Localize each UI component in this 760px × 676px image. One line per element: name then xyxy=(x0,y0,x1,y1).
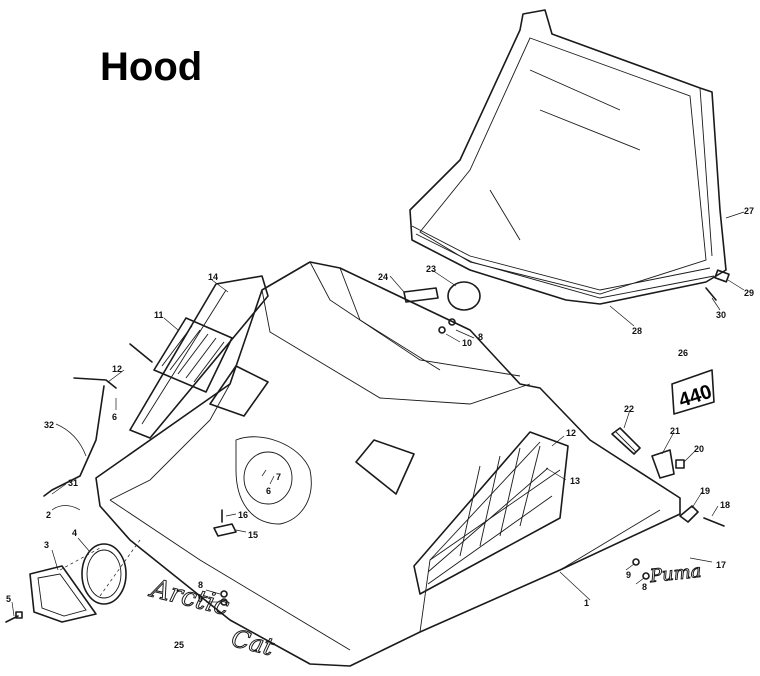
callout-15: 15 xyxy=(248,530,258,540)
callout-8: 8 xyxy=(198,580,203,590)
callout-10: 10 xyxy=(462,338,472,348)
headlight-lens xyxy=(81,543,127,605)
callout-6b: 6 xyxy=(266,486,271,496)
leader-lines xyxy=(11,211,745,617)
decal-arctic: Arctic xyxy=(146,573,232,622)
callout-6: 6 xyxy=(112,412,117,422)
decal-24 xyxy=(403,287,439,303)
washers-8-9 xyxy=(220,318,650,606)
spring-12-left xyxy=(73,343,153,389)
callout-1: 1 xyxy=(584,598,589,608)
decal-cat: Cat xyxy=(229,624,277,661)
callout-12b: 12 xyxy=(566,428,576,438)
callout-11: 11 xyxy=(154,310,164,320)
callout-5: 5 xyxy=(6,594,11,604)
callout-19: 19 xyxy=(700,486,710,496)
latch-21 xyxy=(651,449,685,479)
callout-2: 2 xyxy=(46,510,51,520)
callout-23: 23 xyxy=(426,264,436,274)
callout-4: 4 xyxy=(72,528,77,538)
callout-7: 7 xyxy=(276,472,281,482)
callout-26: 26 xyxy=(678,348,688,358)
bolt-30 xyxy=(705,287,717,301)
callout-31: 31 xyxy=(68,478,78,488)
callout-16: 16 xyxy=(238,510,248,520)
callout-3: 3 xyxy=(44,540,49,550)
callout-14: 14 xyxy=(208,272,218,282)
cap-23 xyxy=(447,281,481,311)
page-title: Hood xyxy=(100,45,202,89)
callout-27: 27 xyxy=(744,206,754,216)
callout-21: 21 xyxy=(670,426,680,436)
callout-24: 24 xyxy=(378,272,388,282)
windshield xyxy=(409,9,727,305)
callout-9b: 9 xyxy=(626,570,631,580)
cable-32 xyxy=(43,385,105,497)
callout-22: 22 xyxy=(624,404,634,414)
side-molding xyxy=(129,275,269,439)
callout-32: 32 xyxy=(44,420,54,430)
callout-13: 13 xyxy=(570,476,580,486)
left-grill xyxy=(153,317,233,393)
callout-numbers: 1 2 3 4 5 6 6 7 8 8 8 9 9 10 11 12 12 13… xyxy=(6,206,754,650)
callout-28: 28 xyxy=(632,326,642,336)
callout-30: 30 xyxy=(716,310,726,320)
callout-25: 25 xyxy=(174,640,184,650)
callout-29: 29 xyxy=(744,288,754,298)
plate-19 xyxy=(679,505,699,523)
callout-18: 18 xyxy=(720,500,730,510)
screw xyxy=(5,611,23,623)
callout-9: 9 xyxy=(198,594,203,604)
callout-8b: 8 xyxy=(642,582,647,592)
bracket-15-16 xyxy=(213,509,237,537)
pin-18 xyxy=(703,517,725,527)
vent-22 xyxy=(611,427,641,455)
right-grill xyxy=(413,431,569,595)
callout-20: 20 xyxy=(694,444,704,454)
hinge-29 xyxy=(714,269,730,283)
decal-puma: Puma xyxy=(648,561,702,587)
emblem-440: 440 xyxy=(671,369,715,415)
emblem-number: 440 xyxy=(676,381,715,412)
callout-8c: 8 xyxy=(478,332,483,342)
headlight-bezel xyxy=(29,565,97,623)
callout-12: 12 xyxy=(112,364,122,374)
callout-17: 17 xyxy=(716,560,726,570)
